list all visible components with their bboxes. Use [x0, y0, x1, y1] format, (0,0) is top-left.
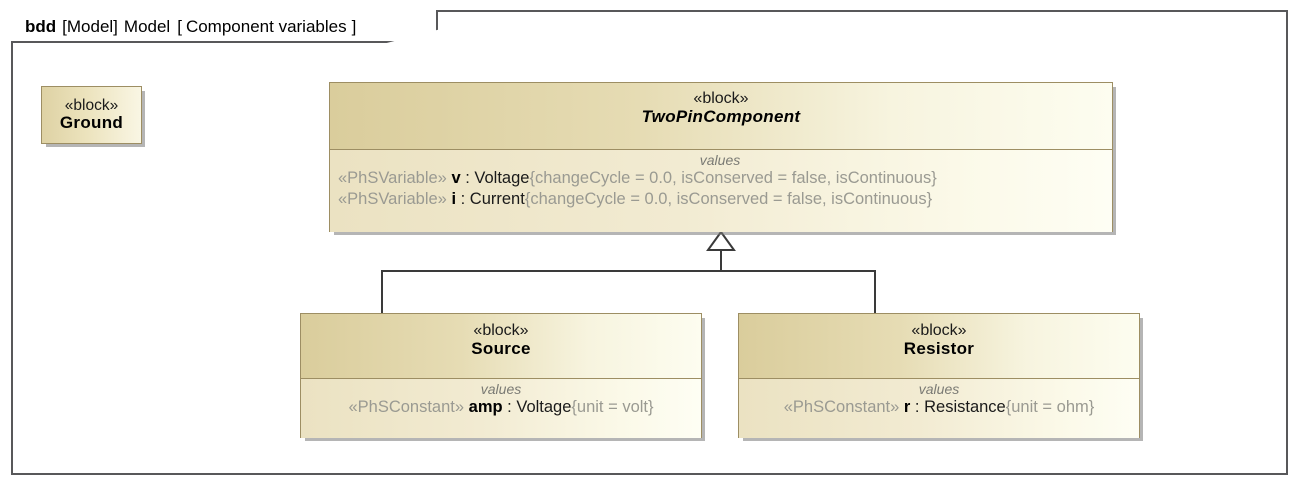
- block-twopincomponent[interactable]: «block» TwoPinComponent values «PhSVaria…: [329, 82, 1113, 232]
- block-resistor[interactable]: «block» Resistor values «PhSConstant» r …: [738, 313, 1140, 438]
- diagram-bracket-open: [: [177, 16, 182, 36]
- values-compartment-label: values: [699, 152, 741, 168]
- block-resistor-values-compartment: values «PhSConstant» r : Resistance{unit…: [739, 379, 1139, 438]
- value-properties: {unit = ohm}: [1005, 398, 1095, 417]
- value-property-i[interactable]: «PhSVariable» i : Current{changeCycle = …: [338, 189, 1102, 210]
- value-type: : Voltage: [460, 169, 530, 188]
- value-name: amp: [468, 398, 503, 417]
- block-ground[interactable]: «block» Ground: [41, 86, 142, 144]
- block-source-values-compartment: values «PhSConstant» amp : Voltage{unit …: [301, 379, 701, 438]
- block-twopincomponent-values-compartment: values «PhSVariable» v : Voltage{changeC…: [330, 150, 1112, 232]
- values-compartment-label: values: [480, 381, 522, 397]
- block-source-stereotype: «block»: [473, 322, 529, 339]
- block-resistor-stereotype: «block»: [911, 322, 967, 339]
- value-stereotype: «PhSVariable»: [338, 190, 447, 209]
- value-stereotype: «PhSVariable»: [338, 169, 447, 188]
- block-resistor-header: «block» Resistor: [739, 314, 1139, 379]
- block-ground-name: Ground: [59, 112, 124, 132]
- value-properties: {changeCycle = 0.0, isConserved = false,…: [524, 190, 933, 209]
- value-property-v[interactable]: «PhSVariable» v : Voltage{changeCycle = …: [338, 168, 1102, 189]
- diagram-header-label: bdd [Model] Model [ Component variables …: [11, 10, 438, 43]
- diagram-model-name: Model: [123, 16, 171, 36]
- value-stereotype: «PhSConstant»: [783, 398, 900, 417]
- value-property-amp[interactable]: «PhSConstant» amp : Voltage{unit = volt}: [307, 397, 695, 418]
- value-type: : Current: [456, 190, 525, 209]
- value-property-r[interactable]: «PhSConstant» r : Resistance{unit = ohm}: [745, 397, 1133, 418]
- diagram-header-tab: [11, 10, 438, 43]
- block-ground-header: «block» Ground: [42, 87, 141, 143]
- value-properties: {unit = volt}: [571, 398, 654, 417]
- value-properties: {changeCycle = 0.0, isConserved = false,…: [529, 169, 937, 188]
- value-type: : Voltage: [502, 398, 572, 417]
- block-twopincomponent-header: «block» TwoPinComponent: [330, 83, 1112, 150]
- value-name: i: [451, 190, 457, 209]
- block-twopincomponent-name: TwoPinComponent: [641, 106, 801, 126]
- diagram-bracket-close: ]: [351, 16, 357, 36]
- value-name: v: [451, 169, 461, 188]
- diagram-model-bracket: [Model]: [62, 16, 118, 36]
- diagram-name-label: Component variables: [185, 16, 347, 36]
- value-name: r: [903, 398, 911, 417]
- block-resistor-name: Resistor: [903, 338, 975, 358]
- diagram-kind-label: bdd: [25, 16, 57, 36]
- block-twopincomponent-stereotype: «block»: [693, 90, 749, 107]
- value-type: : Resistance: [910, 398, 1006, 417]
- block-source-name: Source: [471, 338, 531, 358]
- value-stereotype: «PhSConstant»: [348, 398, 465, 417]
- block-source[interactable]: «block» Source values «PhSConstant» amp …: [300, 313, 702, 438]
- block-source-header: «block» Source: [301, 314, 701, 379]
- values-compartment-label: values: [918, 381, 960, 397]
- block-ground-stereotype: «block»: [64, 96, 119, 114]
